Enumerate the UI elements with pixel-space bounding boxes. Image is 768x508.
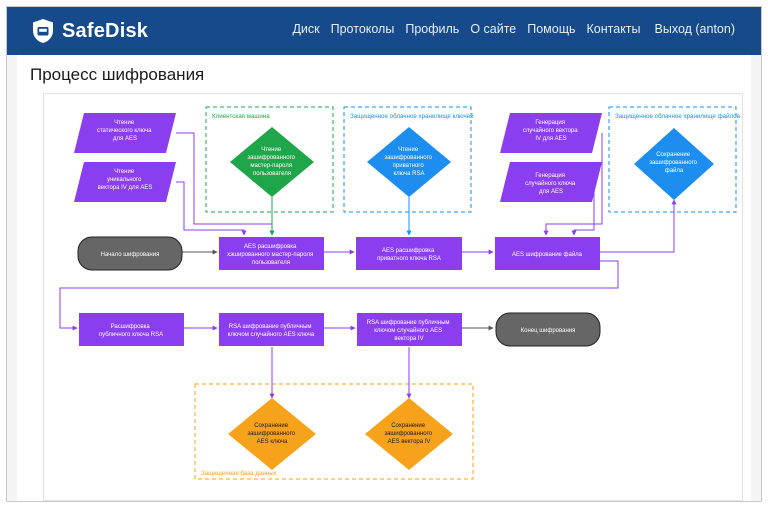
svg-text:RSA шифрование публичным: RSA шифрование публичным ключом случайно… — [228, 324, 315, 338]
svg-text:Чтение зашифрованн: Чтение зашифрованного мастер-пароля поль… — [247, 147, 296, 177]
flow-svg: Клиентская машина Защищенное облачное хр… — [59, 106, 741, 480]
brand[interactable]: SafeDisk — [31, 16, 148, 46]
nav-contacts[interactable]: Контакты — [586, 22, 641, 36]
main-content: Процесс шифрования Клиентская машина Защ… — [17, 55, 751, 501]
svg-text:Чтение статическог: Чтение статического ключа для AES — [97, 120, 153, 142]
cluster-client: Клиентская машина — [205, 106, 334, 213]
node-aes-decrypt-master: AES расшифровка хэшированного мастер-пар… — [219, 237, 324, 270]
node-read-master-password: Чтение зашифрованного мастер-пароля поль… — [230, 127, 314, 197]
browser-frame: SafeDisk Диск Протоколы Профиль О сайте … — [6, 6, 762, 502]
node-read-static-key: Чтение статического ключа для AES — [74, 113, 176, 153]
node-save-encrypted-file: Сохранение зашифрованного файла — [634, 128, 714, 200]
svg-text:Сохранение зашифро: Сохранение зашифрованного AES вектора IV — [384, 423, 433, 445]
node-gen-random-iv: Генерация случайного вектора IV для AES — [500, 113, 602, 153]
node-gen-random-key: Генерация случайного ключа для AES — [500, 162, 602, 202]
svg-text:Чтение уникального: Чтение уникального вектора IV для AES — [98, 169, 153, 191]
main-nav: Диск Протоколы Профиль О сайте Помощь Ко… — [292, 22, 735, 36]
svg-text:Расшифровка публич: Расшифровка публичного ключа RSA — [99, 324, 163, 338]
svg-text:Конец шифрования: Конец шифрования — [521, 328, 576, 334]
svg-text:RSA шифрование публичным: RSA шифрование публичным ключом случайно… — [367, 320, 451, 342]
nav-disk[interactable]: Диск — [292, 22, 320, 36]
svg-text:Начало шифрования: Начало шифрования — [101, 252, 160, 258]
node-rsa-encrypt-key: RSA шифрование публичным ключом случайно… — [219, 313, 324, 346]
page-title: Процесс шифрования — [30, 65, 205, 84]
node-save-iv: Сохранение зашифрованного AES вектора IV — [365, 398, 453, 470]
node-start: Начало шифрования — [77, 236, 183, 271]
navbar: SafeDisk Диск Протоколы Профиль О сайте … — [7, 7, 761, 55]
node-aes-encrypt-file: AES шифрование файла — [495, 237, 600, 270]
cluster-client-label: Клиентская машина — [212, 113, 270, 120]
svg-text:AES расшифровка пр: AES расшифровка приватного ключа RSA — [377, 248, 441, 262]
cluster-keys-cloud: Защищенное облачное хранилище ключей — [343, 106, 474, 213]
node-decrypt-public-key: Расшифровка публичного ключа RSA — [79, 313, 184, 346]
svg-text:Сохранение зашифро: Сохранение зашифрованного файла — [649, 152, 698, 174]
svg-text:AES расшифровка хэ: AES расшифровка хэшированного мастер-пар… — [227, 244, 315, 266]
svg-text:Генерация случайно: Генерация случайного ключа для AES — [525, 173, 577, 195]
node-save-key: Сохранение зашифрованного AES ключа — [228, 398, 316, 470]
nav-profile[interactable]: Профиль — [405, 22, 460, 36]
logout-link[interactable]: Выход (anton) — [654, 22, 735, 36]
cluster-db-label: Защищенная база данных — [201, 470, 278, 477]
cluster-db: Защищенная база данных — [194, 383, 474, 480]
node-read-unique-iv: Чтение уникального вектора IV для AES — [74, 162, 176, 202]
svg-text:Сохранение зашифро: Сохранение зашифрованного AES ключа — [247, 423, 296, 445]
cluster-keys-cloud-label: Защищенное облачное хранилище ключей — [350, 113, 474, 120]
node-end: Конец шифрования — [495, 312, 601, 347]
nav-help[interactable]: Помощь — [527, 22, 576, 36]
nav-about[interactable]: О сайте — [470, 22, 517, 36]
edges — [59, 132, 677, 399]
svg-text:AES шифрование файла: AES шифрование файла — [512, 251, 583, 258]
node-rsa-encrypt-iv: RSA шифрование публичным ключом случайно… — [357, 313, 462, 346]
node-read-private-key: Чтение зашифрованного приватного ключа R… — [367, 127, 451, 197]
brand-name: SafeDisk — [62, 19, 149, 42]
cluster-files-cloud: Защищенное облачное хранилище файлов — [608, 106, 741, 213]
nav-protocols[interactable]: Протоколы — [330, 22, 395, 36]
svg-text:Чтение зашифрованн: Чтение зашифрованного приватного ключа R… — [384, 147, 433, 177]
encryption-flow-diagram: Клиентская машина Защищенное облачное хр… — [43, 93, 743, 501]
svg-text:Генерация случайно: Генерация случайного вектора IV для AES — [523, 120, 580, 142]
cluster-files-cloud-label: Защищенное облачное хранилище файлов — [615, 113, 741, 120]
node-aes-decrypt-private: AES расшифровка приватного ключа RSA — [356, 237, 462, 270]
shield-logo-icon — [33, 19, 53, 43]
